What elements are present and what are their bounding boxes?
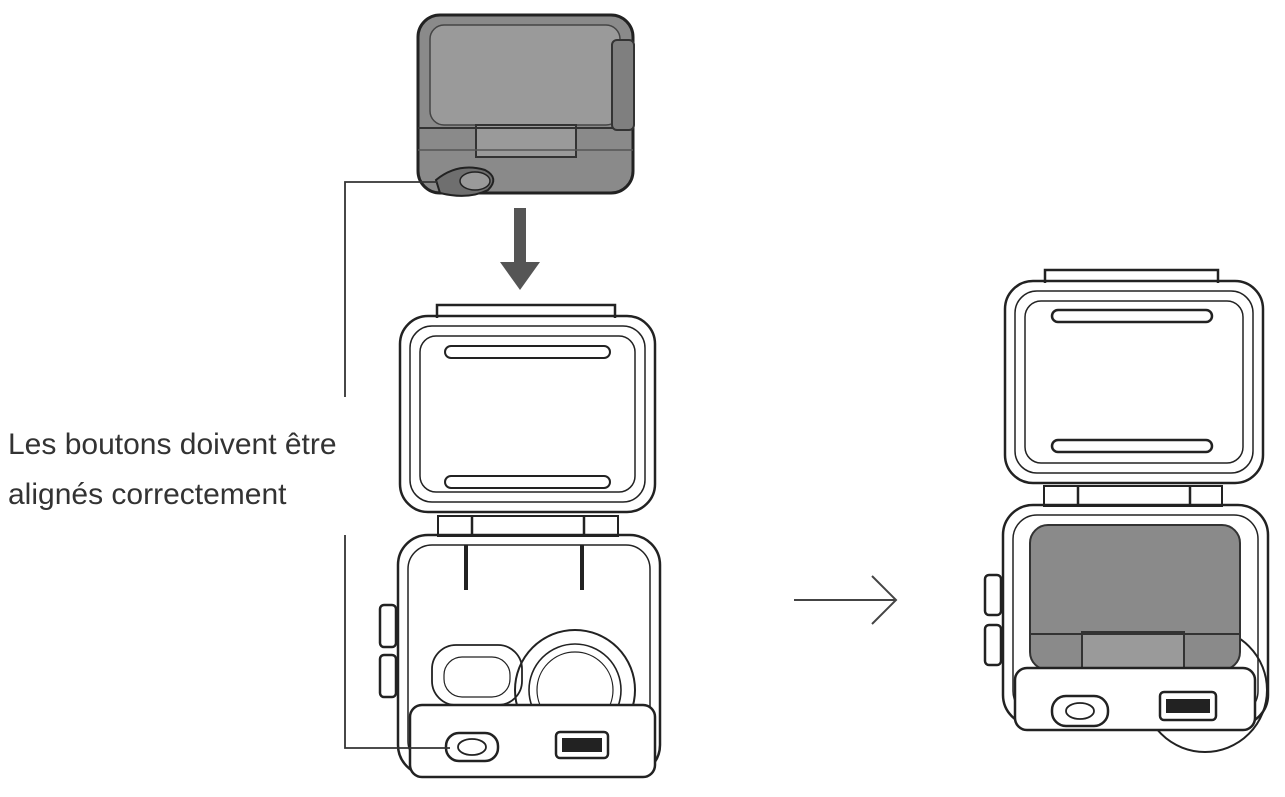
down-arrow-icon (500, 208, 540, 290)
alignment-caption: Les boutons doivent être alignés correct… (8, 420, 408, 520)
open-case-left (378, 303, 662, 779)
assembled-case-right (983, 268, 1270, 753)
right-arrow-icon (794, 575, 898, 625)
alignment-leader-line (344, 181, 450, 749)
camera-device (416, 13, 635, 197)
caption-line-2: alignés correctement (8, 478, 287, 511)
caption-line-1: Les boutons doivent être (8, 428, 337, 461)
